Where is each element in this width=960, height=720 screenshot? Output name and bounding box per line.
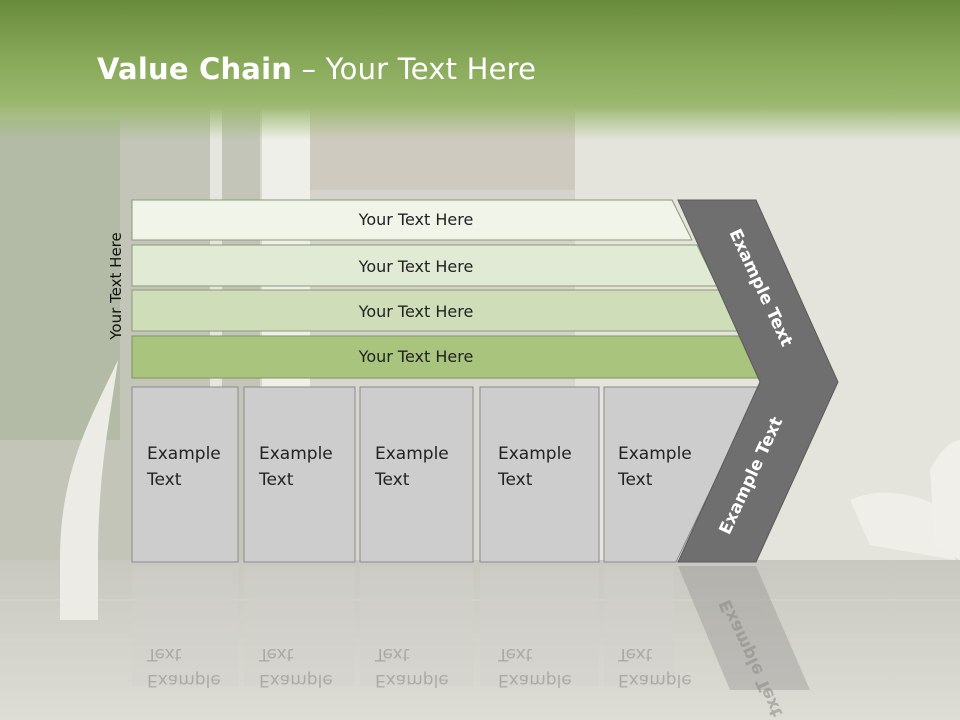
reflection-box-4-line2: Text [497, 644, 533, 664]
reflection-box-2-line1: Example [259, 670, 333, 690]
header-band [0, 0, 960, 140]
primary-box-3-line1: Example [375, 444, 449, 464]
primary-box-1-line2: Text [146, 470, 182, 490]
slide-title: Value Chain – Your Text Here [97, 52, 536, 86]
support-row-4-label: Your Text Here [358, 347, 474, 366]
primary-box-2-line2: Text [258, 470, 294, 490]
support-row-3-label: Your Text Here [358, 302, 474, 321]
support-row-2-label: Your Text Here [358, 257, 474, 276]
primary-box-2 [243, 386, 356, 563]
reflection-box-5-line1: Example [618, 670, 692, 690]
reflection-box-2-line2: Text [258, 644, 294, 664]
reflection-box-3-line2: Text [374, 644, 410, 664]
primary-box-1 [131, 386, 239, 563]
reflection-box-5-line2: Text [617, 644, 653, 664]
primary-box-3-line2: Text [374, 470, 410, 490]
primary-box-4 [479, 386, 600, 563]
primary-box-5-line2: Text [617, 470, 653, 490]
support-row-1 [131, 199, 693, 241]
primary-box-3 [359, 386, 474, 563]
primary-box-5-line1: Example [618, 444, 692, 464]
reflection [132, 566, 810, 690]
primary-box-4-line1: Example [498, 444, 572, 464]
primary-box-5 [603, 386, 761, 563]
support-row-1-label: Your Text Here [358, 210, 474, 229]
primary-box-1-line1: Example [147, 444, 221, 464]
reflection-box-4-line1: Example [498, 670, 572, 690]
title-rest: – Your Text Here [292, 52, 537, 86]
primary-box-2-line1: Example [259, 444, 333, 464]
reflection-box-3-line1: Example [375, 670, 449, 690]
reflection-box-1-line2: Text [146, 644, 182, 664]
margin-chevron [677, 199, 839, 563]
title-bold: Value Chain [97, 52, 293, 86]
primary-box-4-line2: Text [497, 470, 533, 490]
reflection-box-1-line1: Example [147, 670, 221, 690]
